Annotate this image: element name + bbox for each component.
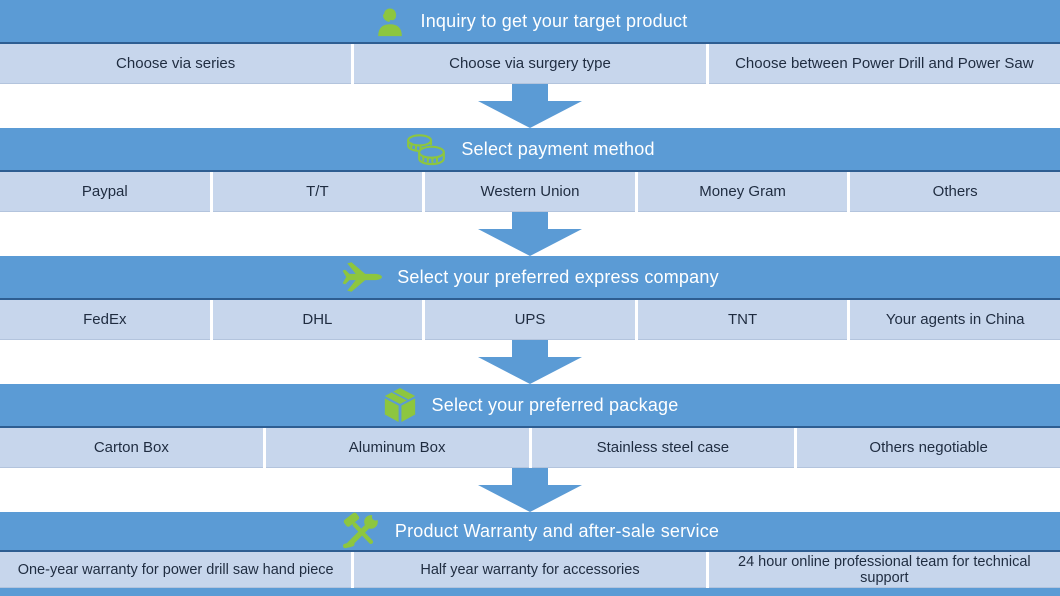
option-cell: Half year warranty for accessories [354,552,706,588]
down-arrow-icon [478,340,582,384]
step-title: Product Warranty and after-sale service [394,520,720,541]
option-cell: Aluminum Box [265,428,529,468]
step-title: Inquiry to get your target product [420,10,688,31]
option-cell: Choose via series [0,44,352,84]
option-cell: T/T [212,172,423,212]
step-inquiry: Inquiry to get your target product Choos… [0,0,1060,84]
option-cell: Choose via surgery type [354,44,706,84]
step-header: Select payment method [0,128,1060,172]
flow-arrow [0,84,1060,128]
option-cell: One-year warranty for power drill saw ha… [0,552,352,588]
option-cell: UPS [425,300,635,340]
step-title: Select payment method [461,138,655,159]
step-title: Select your preferred express company [397,266,719,287]
option-cell: Choose between Power Drill and Power Saw [708,44,1060,84]
option-cell: Paypal [0,172,210,212]
package-box-icon [382,386,418,424]
option-cell: Western Union [425,172,635,212]
down-arrow-icon [478,84,582,128]
option-cell: TNT [637,300,848,340]
option-cell: Others negotiable [797,428,1060,468]
option-cell: Money Gram [637,172,848,212]
step-header: Select your preferred express company [0,256,1060,300]
coins-icon [405,133,447,166]
step-package: Select your preferred package Carton Box… [0,384,1060,468]
support-agent-icon [373,4,407,38]
airplane-icon [341,260,383,294]
flow-arrow [0,468,1060,512]
down-arrow-icon [478,468,582,512]
bottom-accent-bar [0,588,1060,596]
option-cell: FedEx [0,300,210,340]
option-cell: Carton Box [0,428,263,468]
down-arrow-icon [478,212,582,256]
option-cell: Others [850,172,1060,212]
flow-arrow [0,212,1060,256]
flow-arrow [0,340,1060,384]
step-options: One-year warranty for power drill saw ha… [0,552,1060,588]
option-cell: Your agents in China [850,300,1060,340]
option-cell: DHL [212,300,423,340]
option-cell: 24 hour online professional team for tec… [708,552,1060,588]
option-cell: Stainless steel case [531,428,795,468]
step-header: Select your preferred package [0,384,1060,428]
step-header: Product Warranty and after-sale service [0,512,1060,552]
step-title: Select your preferred package [431,394,679,415]
tools-icon [341,511,381,551]
step-warranty: Product Warranty and after-sale service … [0,512,1060,588]
step-express: Select your preferred express company Fe… [0,256,1060,340]
step-header: Inquiry to get your target product [0,0,1060,44]
